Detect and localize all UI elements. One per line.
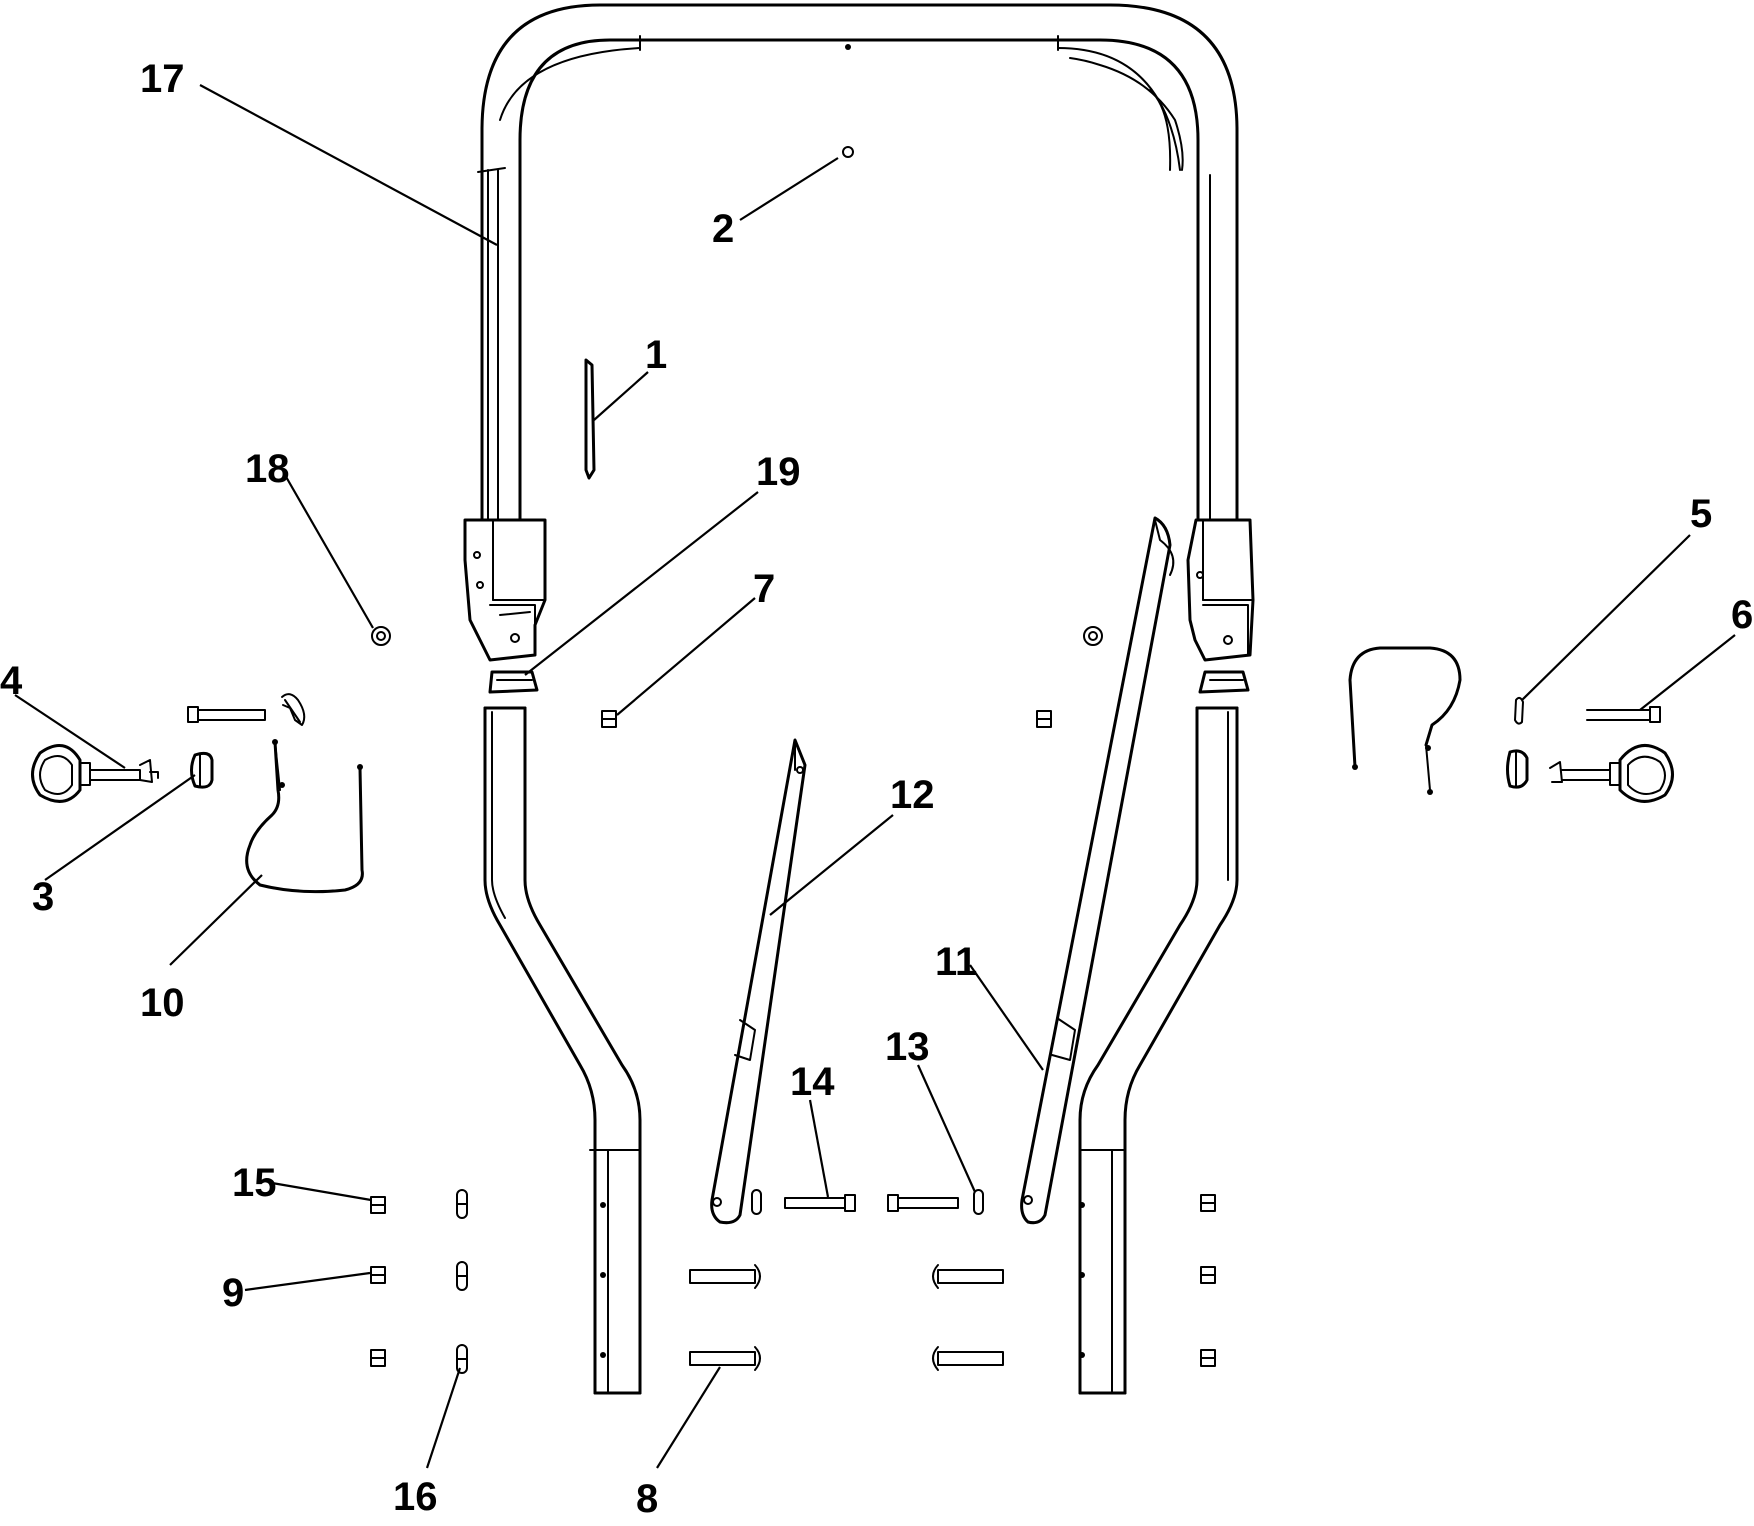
washer-part-3 — [190, 751, 214, 789]
cotter-pin-part-5 — [1514, 696, 1524, 725]
lower-right-tube — [1078, 706, 1239, 1395]
nut-part-15 — [370, 1196, 386, 1214]
leader-9 — [244, 1271, 371, 1292]
bolt-part-14 — [784, 1194, 856, 1212]
bolt-part-6 — [1586, 706, 1661, 723]
callout-2: 2 — [712, 207, 734, 251]
left-upper-bracket — [463, 518, 547, 662]
callout-15: 15 — [232, 1161, 277, 1205]
washer-left-2 — [456, 1261, 468, 1291]
hitch-pin-part-4 — [31, 744, 159, 803]
bolt-left-upper — [187, 706, 266, 723]
leader-16 — [425, 1367, 462, 1469]
hitch-pin-right — [1549, 744, 1674, 803]
nut-right-mid — [1036, 710, 1052, 728]
callout-1: 1 — [645, 333, 667, 377]
callout-19: 19 — [756, 450, 801, 494]
nut-part-9 — [370, 1266, 386, 1284]
leader-18 — [284, 474, 374, 629]
nut-part-2 — [842, 146, 854, 158]
callout-8: 8 — [636, 1477, 658, 1521]
callout-11: 11 — [935, 940, 977, 984]
nut-right-2 — [1200, 1266, 1216, 1284]
leader-5 — [1521, 534, 1691, 701]
callout-6: 6 — [1731, 593, 1753, 637]
upper-hoop-part-17 — [477, 3, 1239, 522]
washer-mid-left — [751, 1189, 762, 1215]
callout-10: 10 — [140, 981, 185, 1025]
leader-7 — [616, 597, 756, 716]
leader-10 — [169, 874, 263, 966]
callout-14: 14 — [790, 1060, 835, 1104]
bolt-mid-right — [887, 1194, 959, 1212]
callout-18: 18 — [245, 447, 290, 491]
washer-right — [1506, 749, 1529, 789]
callout-5: 5 — [1690, 492, 1712, 536]
lanyard-right — [1348, 646, 1462, 795]
callout-4: 4 — [0, 659, 23, 703]
leader-1 — [593, 371, 649, 421]
nut-right-1 — [1200, 1194, 1216, 1212]
spacer-pad-right — [1198, 670, 1250, 694]
leader-11 — [969, 964, 1044, 1071]
callout-3: 3 — [32, 875, 54, 919]
washer-part-13 — [973, 1189, 984, 1215]
leader-15 — [271, 1181, 372, 1202]
carriage-bolt-left-1 — [689, 1264, 761, 1289]
lock-washer-part-16 — [456, 1344, 468, 1374]
carriage-bolt-right-2 — [932, 1346, 1004, 1371]
leader-8 — [656, 1366, 721, 1469]
strap-part-11 — [1020, 516, 1175, 1225]
leader-17 — [199, 84, 498, 246]
leader-4 — [14, 694, 126, 769]
leader-19 — [524, 491, 759, 676]
leader-3 — [44, 774, 196, 881]
strap-part-12 — [710, 738, 807, 1225]
decal-part-1 — [584, 358, 596, 480]
washer-left-1 — [456, 1189, 468, 1219]
nut-right-3 — [1200, 1349, 1216, 1367]
right-upper-bracket — [1186, 518, 1255, 662]
callouts: 17 2 1 18 19 7 5 6 4 3 10 12 11 13 14 15… — [0, 57, 1753, 1521]
callout-12: 12 — [890, 773, 935, 817]
nut-part-18 — [371, 626, 391, 646]
carriage-bolt-part-8 — [689, 1346, 761, 1371]
lower-left-tube — [483, 706, 642, 1395]
carriage-bolt-right-1 — [932, 1264, 1004, 1289]
callout-7: 7 — [753, 567, 775, 611]
spacer-pad-left — [488, 670, 539, 694]
callout-17: 17 — [140, 57, 185, 101]
leader-2 — [739, 157, 839, 221]
leader-14 — [808, 1099, 830, 1198]
nut-part-7 — [601, 710, 617, 728]
nut-right-upper — [1083, 626, 1103, 646]
leader-6 — [1639, 634, 1736, 711]
leader-lines — [14, 84, 1736, 1469]
callout-16: 16 — [393, 1475, 438, 1519]
callout-9: 9 — [222, 1271, 244, 1315]
leader-12 — [769, 814, 894, 916]
leader-13 — [916, 1064, 977, 1193]
nut-left-bottom — [370, 1349, 386, 1367]
lanyard-part-10 — [245, 739, 364, 894]
callout-13: 13 — [885, 1025, 930, 1069]
clip-left-upper — [281, 693, 306, 726]
